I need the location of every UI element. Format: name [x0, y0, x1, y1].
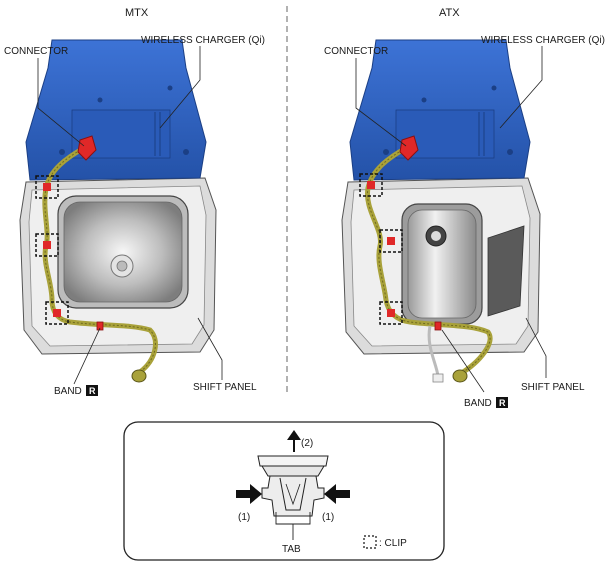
mtx-assembly	[19, 39, 217, 383]
atx-clip-1	[359, 173, 383, 197]
press-left-label: (1)	[238, 512, 250, 523]
atx-shift-boot	[407, 209, 477, 319]
mtx-charger-label: WIRELESS CHARGER (Qi)	[141, 35, 265, 46]
mtx-shift-boot	[63, 201, 183, 303]
atx-assembly	[341, 39, 541, 383]
atx-band-badge	[496, 397, 508, 408]
atx-connector-label: CONNECTOR	[324, 46, 388, 57]
mtx-title: MTX	[125, 7, 149, 19]
mtx-clip-3	[45, 301, 69, 325]
clip-detail-drawing	[236, 430, 350, 540]
press-left-arrow	[236, 484, 262, 504]
mtx-band-badge	[86, 385, 98, 396]
mtx-connector-label: CONNECTOR	[4, 46, 68, 57]
clip-legend-icon	[363, 535, 377, 549]
mtx-connector	[77, 135, 97, 161]
atx-band-label: BAND	[464, 398, 492, 409]
pull-label: (2)	[301, 438, 313, 449]
atx-band	[434, 321, 442, 331]
atx-title: ATX	[439, 7, 460, 19]
press-right-arrow	[324, 484, 350, 504]
atx-clip-3	[379, 301, 403, 325]
mtx-band	[96, 321, 104, 331]
atx-charger-label: WIRELESS CHARGER (Qi)	[481, 35, 605, 46]
pull-up-arrow	[287, 430, 301, 452]
mtx-shift-panel-label: SHIFT PANEL	[193, 382, 257, 393]
svg-text:R: R	[89, 386, 96, 396]
tab-label: TAB	[282, 544, 301, 555]
press-right-label: (1)	[322, 512, 334, 523]
mtx-clip-1	[35, 175, 59, 199]
mtx-band-label: BAND	[54, 386, 82, 397]
atx-shift-panel-label: SHIFT PANEL	[521, 382, 585, 393]
atx-connector	[399, 135, 419, 161]
mtx-clip-2	[35, 233, 59, 257]
svg-text:R: R	[499, 398, 506, 408]
clip-legend-label: : CLIP	[379, 538, 407, 549]
atx-clip-2	[379, 229, 403, 253]
